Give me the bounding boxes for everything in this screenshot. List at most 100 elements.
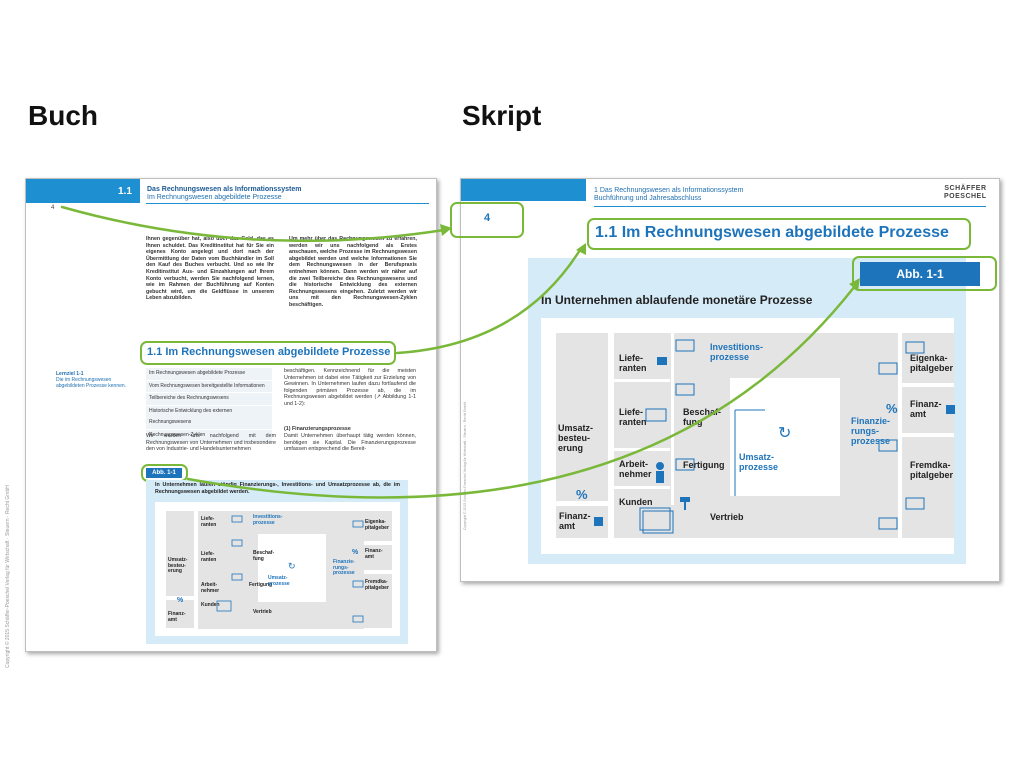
script-section-highlight (587, 218, 971, 250)
script-stack-icon (642, 510, 674, 534)
arrow-section-title (395, 248, 582, 355)
script-fig-vertrieb: Vertrieb (710, 512, 744, 522)
book-fig-arbeitnehmer: Arbeit- nehmer (201, 582, 220, 594)
arrowhead-abbildung (849, 278, 860, 291)
book-header-line1: Das Rechnungswesen als Informationssyste… (147, 186, 302, 193)
script-fig-fertigung: Fertigung (683, 460, 725, 470)
book-fig-percent-icon-left: % (177, 597, 184, 604)
script-header: 1 Das Rechnungswesen als Informationssys… (594, 187, 743, 203)
script-money-icon (675, 458, 695, 471)
script-header-line2: Buchführung und Jahresabschluss (594, 195, 702, 202)
book-para-bottom-left: Wir werden uns nachfolgend mit dem Rechn… (146, 433, 276, 453)
book-lernziel: Lernziel 1-1 Die im Rechnungswesen abgeb… (56, 371, 136, 389)
book-lernziel-text: Die im Rechnungswesen abgebildeten Proze… (56, 377, 127, 389)
book-fig-fertigung: Fertigung (249, 582, 273, 588)
book-chapter-number: 1.1 (118, 186, 132, 197)
script-page-number: 4 (484, 212, 491, 224)
arrowhead-section-title (576, 243, 586, 255)
book-fig-lieferanten1: Liefe- ranten (201, 516, 217, 528)
script-logo-line2: POESCHEL (944, 193, 987, 200)
script-fig-cycle-icon: ↻ (778, 425, 792, 442)
book-toc-item[interactable]: Historische Entwicklung des externen Rec… (146, 405, 272, 430)
book-fig-vertrieb: Vertrieb (253, 609, 272, 615)
book-section-highlight (140, 341, 396, 365)
script-person-icon (656, 462, 664, 470)
book-fig-cycle-icon: ↻ (288, 561, 296, 571)
script-money-icon (675, 339, 695, 352)
script-stand-icon (657, 357, 667, 365)
script-figure-caption: In Unternehmen ablaufende monetäre Proze… (541, 293, 813, 307)
script-fig-finanzamt-left: Finanz- amt (559, 511, 591, 531)
script-fig-fremdkapitalgeber: Fremdka- pitalgeber (910, 460, 954, 480)
script-fig-kunden: Kunden (619, 497, 653, 507)
book-header: Das Rechnungswesen als Informationssyste… (147, 186, 301, 202)
script-logo-line1: SCHÄFFER (944, 185, 987, 192)
script-page-number-highlight (450, 202, 524, 238)
script-header-bar (461, 179, 586, 201)
book-chapter-bar (26, 179, 140, 203)
script-fig-percent-icon: % (886, 401, 898, 416)
script-lamp-icon (680, 497, 690, 502)
script-money-icon (905, 497, 925, 510)
script-abb-highlight (852, 256, 997, 291)
book-para-left: Ihnen gegenüber hat, also über das Geld,… (146, 236, 274, 302)
book-para-right: Um mehr über das Rechnungswesen zu erfah… (289, 236, 417, 308)
script-tax-icon (594, 517, 603, 526)
book-para-mid-right: beschäftigen. Kennzeichnend für die meis… (284, 368, 416, 407)
book-toc-item[interactable]: Vom Rechnungswesen bereitgestellte Infor… (146, 380, 272, 394)
book-lernziel-title: Lernziel 1-1 (56, 371, 84, 377)
script-header-line1: 1 Das Rechnungswesen als Informationssys… (594, 187, 744, 194)
book-fig-investitionsprozesse: Investitions- prozesse (253, 514, 283, 526)
script-logo: SCHÄFFER POESCHEL (944, 185, 987, 201)
book-toc-item[interactable]: Im Rechnungswesen abgebildete Prozesse (146, 368, 272, 381)
arrow-page-number (60, 205, 446, 243)
script-fig-arbeitnehmer: Arbeit- nehmer (619, 459, 652, 479)
script-fig-lieferanten2: Liefe- ranten (619, 407, 647, 427)
script-block-umsatzprozesse (730, 378, 840, 496)
script-money-icon (878, 517, 898, 530)
book-para-sub: Damit Unternehmen überhaupt tätig werden… (284, 433, 416, 453)
title-buch: Buch (28, 100, 98, 131)
book-sub-heading: (1) Finanzierungsprozesse (284, 426, 351, 432)
book-fig-finanzamt-left: Finanz- amt (168, 611, 186, 623)
script-fig-finanzamt-right: Finanz- amt (910, 399, 942, 419)
arrowhead-page-number (440, 224, 452, 236)
book-abb-label: Abb. 1-1 (146, 468, 182, 478)
script-block-finanzamt-right (902, 387, 954, 433)
script-fig-beschaffung: Beschaf- fung (683, 407, 722, 427)
book-page-number: 4 (51, 205, 55, 211)
book-fig-umsatzbesteuerung: Umsatz- besteu- erung (168, 557, 188, 574)
book-header-rule (146, 203, 429, 204)
book-toc-item[interactable]: Rechnungswesen-Zyklen (146, 429, 272, 443)
book-header-line2: Im Rechnungswesen abgebildete Prozesse (147, 194, 282, 201)
book-figure-caption: In Unternehmen laufen ständig Finanzieru… (155, 482, 400, 495)
book-toc-item[interactable]: Teilbereiche des Rechnungswesens (146, 393, 272, 406)
script-fig-finanzierungsprozesse: Finanzie- rungs- prozesse (851, 416, 891, 446)
script-fig-investitionsprozesse: Investitions- prozesse (710, 342, 764, 362)
book-fig-kunden: Kunden (201, 602, 220, 608)
script-block-fremdkapitalgeber (902, 437, 954, 538)
book-fig-lieferanten2: Liefe- ranten (201, 551, 217, 563)
script-money-icon (878, 439, 898, 452)
script-fig-percent-icon-left: % (576, 487, 588, 502)
script-abb-label: Abb. 1-1 (860, 262, 980, 286)
script-fig-umsatzbesteuerung: Umsatz- besteu- erung (558, 423, 594, 453)
script-block-eigenkapitalgeber (902, 333, 954, 383)
script-money-icon (905, 341, 925, 354)
book-fig-finanzamt-right: Finanz- amt (365, 548, 383, 560)
book-fig-finanzierungsprozesse: Finanzie- rungs- prozesse (333, 559, 355, 576)
book-fig-umsatzprozesse: Umsatz- prozesse (268, 575, 290, 587)
book-fig-fremdkapitalgeber: Fremdka- pitalgeber (365, 579, 389, 591)
arrow-abbildung (186, 284, 857, 499)
book-fig-percent-icon: % (352, 549, 359, 556)
book-section-title: 1.1 Im Rechnungswesen abgebildete Prozes… (147, 346, 391, 358)
title-skript: Skript (462, 100, 542, 131)
script-money-icon (675, 383, 695, 396)
script-header-rule (594, 206, 986, 207)
script-fig-eigenkapitalgeber: Eigenka- pitalgeber (910, 353, 954, 373)
script-section-title: 1.1 Im Rechnungswesen abgebildete Prozes… (595, 224, 949, 241)
script-money-icon (878, 362, 898, 375)
script-tax-icon (946, 405, 955, 414)
script-block-umsatzbesteuerung (556, 333, 608, 501)
